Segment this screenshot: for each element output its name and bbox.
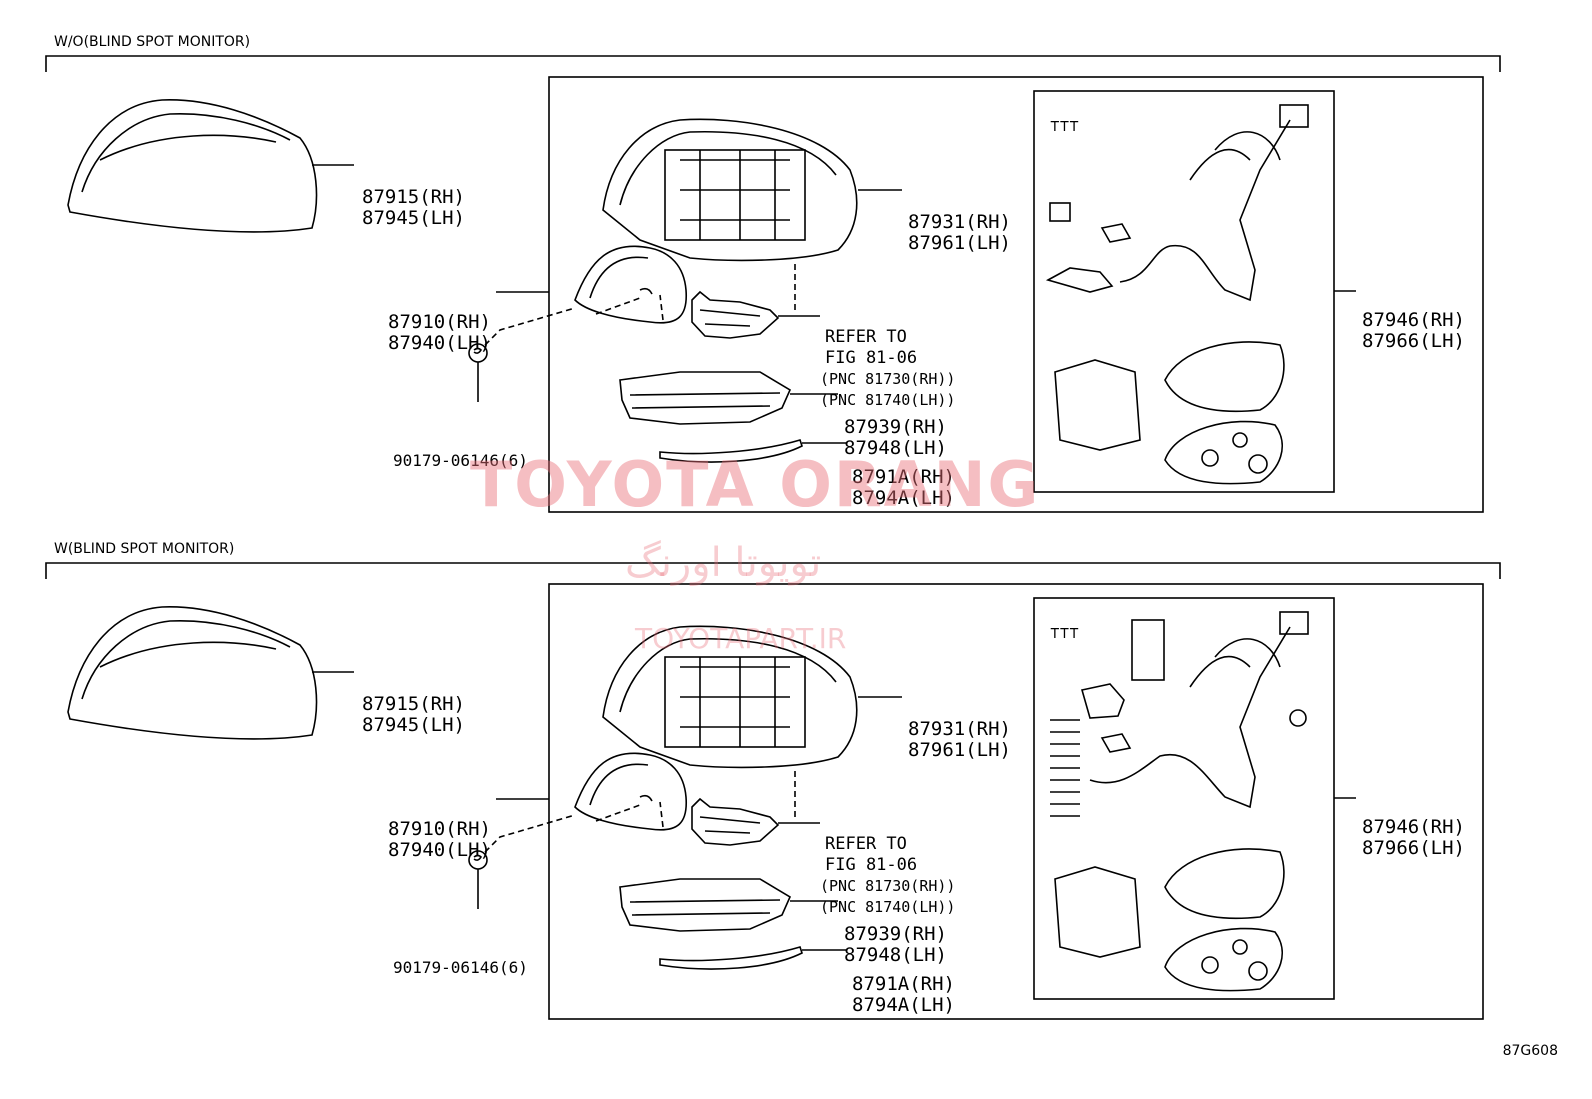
section-2-housing-drawing — [602, 625, 858, 769]
section-2-signal-bracket-drawing — [691, 797, 780, 846]
section-1-harness-box — [1033, 90, 1335, 493]
section-1-cover-drawing — [67, 99, 318, 233]
label-harness: 87946(RH)87966(LH) — [1362, 816, 1465, 859]
section-2-lens-drawing — [659, 946, 803, 970]
section-1-glass-drawing — [574, 245, 688, 324]
section-1-signal-bracket-drawing — [691, 290, 780, 339]
label-clip: 90179-06146(6) — [393, 958, 528, 977]
label-harness: 87946(RH)87966(LH) — [1362, 309, 1465, 352]
section-2-bracket — [45, 562, 1501, 579]
section-2-glass-drawing — [574, 752, 688, 831]
section-2-harness-drawing — [1050, 611, 1309, 992]
label-pnc: (PNC 81730(RH))(PNC 81740(LH)) — [820, 877, 956, 916]
section-2-lamp-drawing — [619, 878, 792, 932]
section-1-bracket — [45, 55, 1501, 72]
label-housing: 87931(RH)87961(LH) — [908, 211, 1011, 254]
label-clip: 90179-06146(6) — [393, 451, 528, 470]
label-lamp: 87939(RH)87948(LH) — [844, 416, 947, 459]
section-2-harness-box — [1033, 597, 1335, 1000]
section-2-clip-drawing — [468, 801, 664, 909]
watermark-site: TOYOTAPART.IR — [635, 622, 847, 655]
label-pnc: (PNC 81730(RH))(PNC 81740(LH)) — [820, 370, 956, 409]
section-1-lens-drawing — [659, 439, 803, 463]
section-2-cover-drawing — [67, 606, 318, 740]
section-2-title: W(BLIND SPOT MONITOR) — [54, 541, 235, 557]
section-1-assembly-box — [548, 76, 1484, 513]
section-1-lamp-drawing — [619, 371, 792, 425]
figure-code: 87G608 — [1502, 1043, 1558, 1059]
section-1-title: W/O(BLIND SPOT MONITOR) — [54, 34, 251, 50]
section-1-art — [45, 55, 1501, 513]
label-mirror: 87910(RH)87940(LH) — [388, 311, 491, 354]
label-mirror: 87910(RH)87940(LH) — [388, 818, 491, 861]
watermark-brand: TOYOTA ORANG — [470, 448, 1041, 521]
section-2-art — [45, 562, 1501, 1020]
label-lamp: 87939(RH)87948(LH) — [844, 923, 947, 966]
label-lens: 8791A(RH)8794A(LH) — [852, 466, 955, 509]
section-1-housing-drawing — [602, 118, 858, 262]
section-1-clip-drawing — [468, 294, 664, 402]
label-lens: 8791A(RH)8794A(LH) — [852, 973, 955, 1016]
label-housing: 87931(RH)87961(LH) — [908, 718, 1011, 761]
section-2-bolts-icon: ⊤⊤⊤ — [1050, 623, 1079, 642]
section-2-assembly-box — [548, 583, 1484, 1020]
section-1-harness-drawing — [1045, 104, 1309, 485]
section-1-bolts-icon: ⊤⊤⊤ — [1050, 116, 1079, 135]
label-cover: 87915(RH)87945(LH) — [362, 186, 465, 229]
label-cover: 87915(RH)87945(LH) — [362, 693, 465, 736]
watermark-farsi: تویوتا اورنگ — [625, 540, 822, 586]
